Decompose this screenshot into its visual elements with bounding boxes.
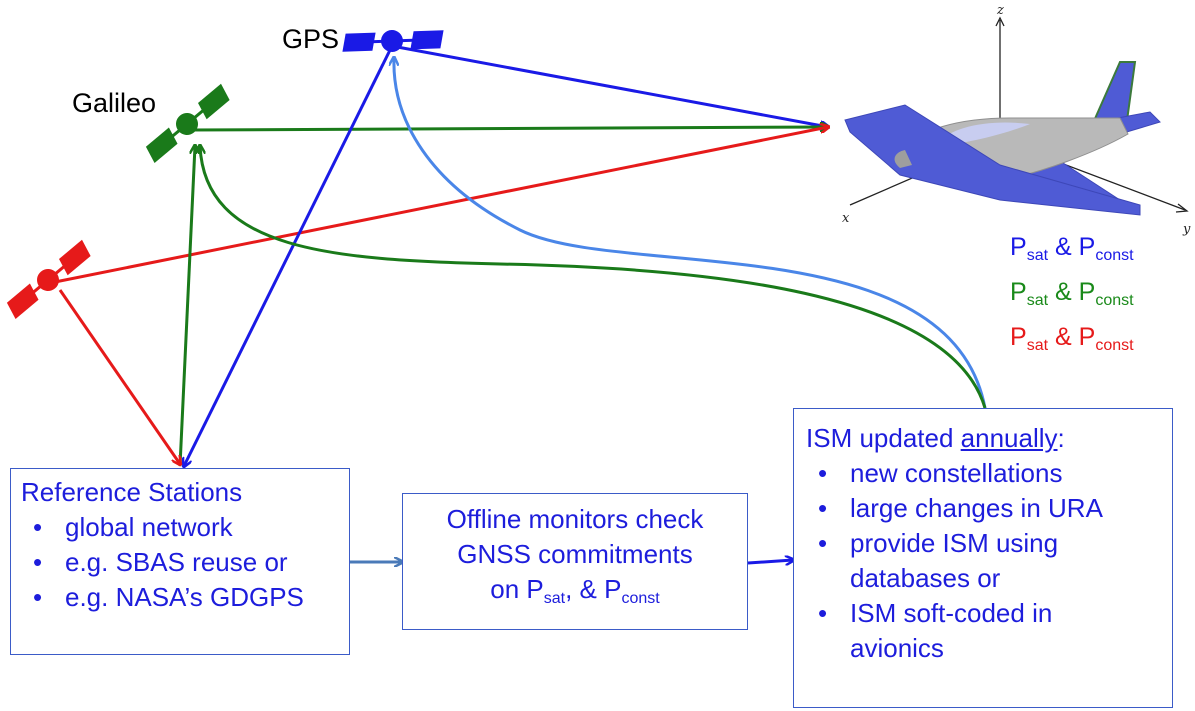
third-satellite-icon: [6, 239, 91, 319]
ampersand: &: [1054, 278, 1072, 306]
offline-line-2: GNSS commitments: [457, 539, 693, 569]
p-symbol: P: [1078, 323, 1096, 351]
probability-line-third: Psat & Pconst: [1010, 320, 1134, 354]
sat-subscript: sat: [1026, 247, 1049, 264]
probability-line-galileo: Psat & Pconst: [1010, 275, 1134, 309]
list-item: provide ISM using databases or: [806, 526, 1164, 596]
list-item: new constellations: [806, 456, 1164, 491]
ampersand: &: [1054, 233, 1072, 261]
reference-stations-box: Reference Stations global network e.g. S…: [10, 468, 350, 655]
signal-lines: [49, 44, 987, 563]
list-item: ISM soft-coded in avionics: [806, 596, 1164, 666]
aircraft-illustration: z x y: [842, 3, 1191, 237]
sat-subscript: sat: [1026, 292, 1049, 309]
galileo-to-aircraft-arrow: [189, 127, 828, 130]
list-item: e.g. NASA’s GDGPS: [21, 580, 341, 615]
aircraft-nose: [894, 150, 912, 168]
const-subscript: const: [1095, 292, 1134, 309]
p-symbol: P: [1078, 233, 1096, 261]
offline-line-3: on Psat, & Pconst: [490, 574, 660, 607]
list-item: large changes in URA: [806, 491, 1164, 526]
galileo-label: Galileo: [72, 88, 157, 118]
reference-stations-title: Reference Stations: [21, 477, 243, 507]
ism-updates-box: ISM updated annually: new constellations…: [793, 408, 1173, 708]
p-symbol: P: [1010, 278, 1027, 306]
gps-satellite-icon: [342, 30, 444, 52]
list-item: e.g. SBAS reuse or: [21, 545, 341, 580]
sat-subscript: sat: [1026, 337, 1049, 354]
p-symbol: P: [1010, 323, 1027, 351]
aircraft-near-wing: [844, 104, 1141, 216]
ism-to-gps-curve: [394, 58, 987, 409]
annually-underlined: annually: [960, 423, 1058, 453]
galileo-satellite-icon: [145, 83, 230, 163]
probability-line-gps: Psat & Pconst: [1010, 230, 1134, 264]
y-axis-label: y: [1182, 222, 1191, 237]
offline-monitors-box: Offline monitors check GNSS commitments …: [402, 493, 748, 630]
x-axis-label: x: [842, 211, 850, 226]
const-subscript: const: [1095, 337, 1134, 354]
offline-line-1: Offline monitors check: [446, 504, 704, 534]
z-axis-label: z: [996, 3, 1004, 18]
third-sat-to-aircraft-arrow: [49, 127, 828, 285]
p-symbol: P: [1010, 233, 1027, 261]
reference-stations-list: global network e.g. SBAS reuse or e.g. N…: [21, 510, 341, 615]
ampersand: &: [1054, 323, 1072, 351]
const-subscript: const: [1095, 247, 1134, 264]
third-sat-to-station-arrow: [58, 289, 180, 464]
ism-list: new constellations large changes in URA …: [806, 456, 1164, 666]
gps-to-aircraft-arrow: [391, 44, 828, 127]
aircraft-canopy: [940, 122, 1030, 146]
ism-to-galileo-curve: [200, 146, 987, 409]
list-item: global network: [21, 510, 341, 545]
offline-to-ism-arrow: [747, 560, 793, 563]
gps-label: GPS: [282, 24, 340, 54]
gps-to-station-arrow: [184, 45, 394, 466]
station-to-galileo-arrow: [178, 146, 195, 467]
p-symbol: P: [1078, 278, 1096, 306]
ism-title: ISM updated annually:: [806, 423, 1065, 453]
